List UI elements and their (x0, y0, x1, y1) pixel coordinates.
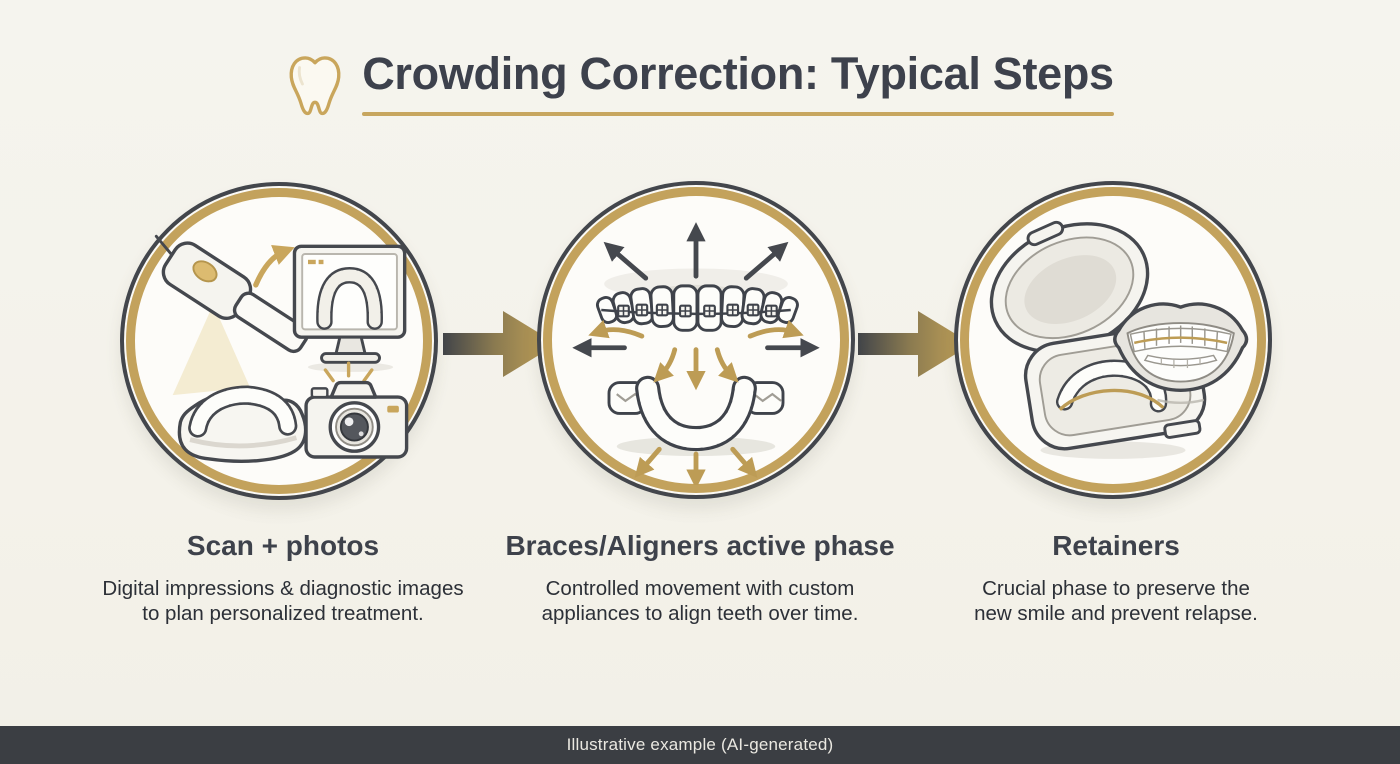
step-braces-aligners: Braces/Aligners active phase Controlled … (470, 530, 930, 626)
step-retainers: Retainers Crucial phase to preserve the … (886, 530, 1346, 626)
outward-movement-arrows-icon (572, 222, 820, 485)
flow-arrow-icon (443, 311, 557, 377)
header: Crowding Correction: Typical Steps (0, 48, 1400, 121)
footer-bar: Illustrative example (AI-generated) (0, 726, 1400, 764)
step-heading: Braces/Aligners active phase (505, 530, 895, 561)
lower-teeth-aligner-icon (607, 375, 785, 456)
step-heading: Scan + photos (186, 530, 380, 561)
tooth-icon (286, 52, 344, 121)
step-scan-photos: Scan + photos Digital impressions & diag… (53, 530, 513, 626)
step-description: Digital impressions & diagnostic images … (102, 577, 464, 625)
scan-photos-illustration (154, 234, 409, 463)
braces-aligners-illustration (572, 222, 820, 485)
step-description: Crucial phase to preserve the new smile … (974, 577, 1258, 625)
flow-arrow-icon (858, 311, 972, 377)
step-heading: Retainers (1052, 530, 1180, 561)
title-underline (362, 112, 1114, 116)
retainer-icon (1055, 359, 1168, 413)
light-beam (172, 304, 250, 396)
upper-teeth-braces-icon (595, 284, 799, 332)
retainers-illustration (989, 220, 1249, 459)
step-description: Controlled movement with custom applianc… (541, 577, 859, 625)
footer-disclaimer: Illustrative example (AI-generated) (566, 735, 834, 754)
smile-with-retainer-icon (1113, 302, 1249, 405)
page-title: Crowding Correction: Typical Steps (362, 48, 1114, 99)
dental-model-icon (177, 385, 308, 463)
camera-icon (304, 361, 409, 459)
step-circle-retainers (954, 181, 1272, 499)
step-circle-braces-aligners (537, 181, 855, 499)
gold-curved-arrow-icon (253, 245, 295, 288)
intraoral-scanner-icon (154, 234, 310, 354)
step-circle-scan-photos (120, 182, 438, 500)
retainer-case-icon (989, 220, 1207, 451)
scan-monitor-icon (292, 244, 407, 372)
